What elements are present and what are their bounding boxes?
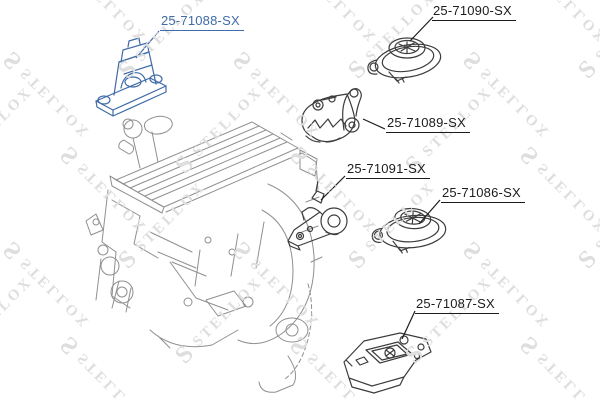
part-label-25-71088[interactable]: 25-71088-SX <box>160 13 244 31</box>
part-label-25-71089[interactable]: 25-71089-SX <box>386 115 470 133</box>
part-drawing-25-71091[interactable] <box>287 180 348 251</box>
leader-line-25-71086 <box>418 199 441 225</box>
leader-line-25-71091 <box>320 175 346 201</box>
part-label-25-71087[interactable]: 25-71087-SX <box>415 296 499 314</box>
engine-illustration <box>85 115 323 393</box>
part-drawing-25-71087[interactable] <box>343 332 432 394</box>
part-label-25-71090[interactable]: 25-71090-SX <box>432 3 516 21</box>
part-drawing-25-71088[interactable] <box>95 37 167 117</box>
part-drawing-25-71090[interactable] <box>367 37 444 84</box>
part-drawing-25-71089[interactable] <box>301 88 362 143</box>
part-label-25-71091[interactable]: 25-71091-SX <box>346 161 430 179</box>
leader-line-25-71088 <box>135 30 160 59</box>
part-drawing-25-71086[interactable] <box>370 205 451 257</box>
part-label-25-71086[interactable]: 25-71086-SX <box>441 185 525 203</box>
leader-line-25-71087 <box>401 310 416 340</box>
leader-lines <box>135 16 441 340</box>
leader-line-25-71090 <box>409 16 434 42</box>
leader-line-25-71089 <box>362 118 386 130</box>
